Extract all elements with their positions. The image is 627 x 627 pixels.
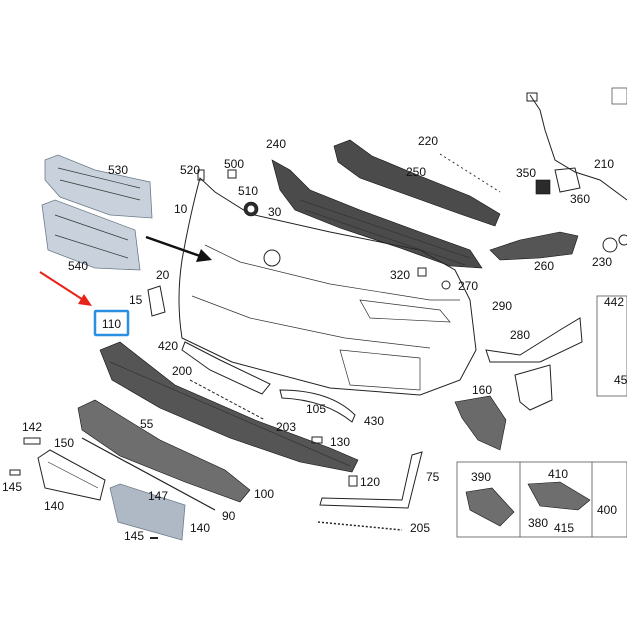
callout-100: 100 [254, 487, 274, 501]
callout-30: 30 [268, 205, 282, 219]
callout-90: 90 [222, 509, 236, 523]
callout-230: 230 [592, 255, 612, 269]
impact-absorber[interactable] [333, 139, 501, 227]
callout-20: 20 [156, 268, 170, 282]
callout-320: 320 [390, 268, 410, 282]
honeycomb-grille[interactable] [77, 399, 251, 503]
callout-145b: 145 [124, 529, 144, 543]
callout-380: 380 [528, 516, 548, 530]
callout-250: 250 [406, 165, 426, 179]
callout-labels: 530 540 10 520 500 510 30 240 220 250 21… [2, 134, 627, 543]
callout-430: 430 [364, 414, 384, 428]
fastener-145[interactable] [9, 469, 21, 476]
camera-module[interactable] [535, 179, 551, 195]
callout-220: 220 [418, 134, 438, 148]
clip-500[interactable] [227, 169, 237, 179]
callout-350: 350 [516, 166, 536, 180]
clip-130[interactable] [311, 436, 323, 444]
inset-box-right [596, 87, 627, 397]
callout-360: 360 [570, 192, 590, 206]
wiring-harness[interactable] [526, 92, 627, 201]
clip-20[interactable] [147, 285, 166, 317]
callout-290: 290 [492, 299, 512, 313]
clip-320[interactable] [417, 267, 427, 277]
upper-carrier[interactable] [271, 159, 483, 269]
inset-grille-390[interactable] [465, 487, 515, 527]
callout-500: 500 [224, 157, 244, 171]
callout-390: 390 [471, 470, 491, 484]
trim-205[interactable] [317, 521, 403, 531]
callout-205: 205 [410, 521, 430, 535]
sensor-230[interactable] [602, 234, 627, 253]
license-plate-holder[interactable] [37, 449, 106, 501]
camera-bracket[interactable] [554, 167, 581, 193]
callout-530: 530 [108, 163, 128, 177]
callout-415: 415 [554, 521, 574, 535]
callout-203: 203 [276, 420, 296, 434]
callout-420: 420 [158, 339, 178, 353]
callout-160: 160 [472, 383, 492, 397]
lower-frame[interactable] [99, 341, 359, 473]
callout-55: 55 [140, 417, 154, 431]
callout-410: 410 [548, 467, 568, 481]
highlight-label: 110 [102, 317, 121, 331]
fastener-120[interactable] [348, 475, 358, 487]
emblem-ring[interactable] [243, 201, 259, 217]
callout-510: 510 [238, 184, 258, 198]
callout-260: 260 [534, 259, 554, 273]
callout-280: 280 [510, 328, 530, 342]
assembly-arrow [145, 235, 212, 262]
chrome-strip-420[interactable] [181, 341, 271, 395]
highlight-110[interactable]: 110 [93, 309, 130, 337]
trim-430[interactable] [279, 389, 356, 423]
callout-45: 45 [614, 373, 627, 387]
callout-442: 442 [604, 295, 624, 309]
side-bracket-260[interactable] [489, 231, 579, 261]
callout-240: 240 [266, 137, 286, 151]
callout-140b: 140 [190, 521, 210, 535]
callout-200: 200 [172, 364, 192, 378]
dotted-line-220 [439, 153, 501, 193]
callout-120: 120 [360, 475, 380, 489]
trim-75[interactable] [319, 451, 423, 509]
callout-140a: 140 [44, 499, 64, 513]
callout-520: 520 [180, 163, 200, 177]
emblem[interactable] [263, 249, 281, 267]
plate-147[interactable] [109, 483, 186, 541]
callout-400: 400 [597, 503, 617, 517]
callout-147: 147 [148, 489, 168, 503]
callout-540: 540 [68, 259, 88, 273]
inset-box [456, 461, 627, 538]
callout-270: 270 [458, 279, 478, 293]
callout-75: 75 [426, 470, 440, 484]
fastener-142[interactable] [23, 437, 41, 445]
callout-145a: 145 [2, 480, 22, 494]
clip-270[interactable] [441, 280, 451, 290]
callout-142: 142 [22, 420, 42, 434]
callout-150: 150 [54, 436, 74, 450]
strip-200[interactable] [189, 379, 266, 421]
air-duct-upper[interactable] [44, 154, 153, 219]
side-grille-160[interactable] [454, 364, 553, 451]
inset-grille-410[interactable] [527, 481, 591, 511]
clip-520[interactable] [197, 169, 205, 181]
pointer-arrow [39, 271, 92, 306]
callout-10: 10 [174, 202, 188, 216]
lower-strip-90[interactable] [81, 437, 216, 511]
callout-130: 130 [330, 435, 350, 449]
air-duct-lower[interactable] [41, 199, 141, 271]
trim-280[interactable] [485, 317, 583, 363]
callout-105: 105 [306, 402, 326, 416]
callout-15: 15 [129, 293, 143, 307]
callout-210: 210 [594, 157, 614, 171]
bumper-cover[interactable] [178, 177, 477, 396]
